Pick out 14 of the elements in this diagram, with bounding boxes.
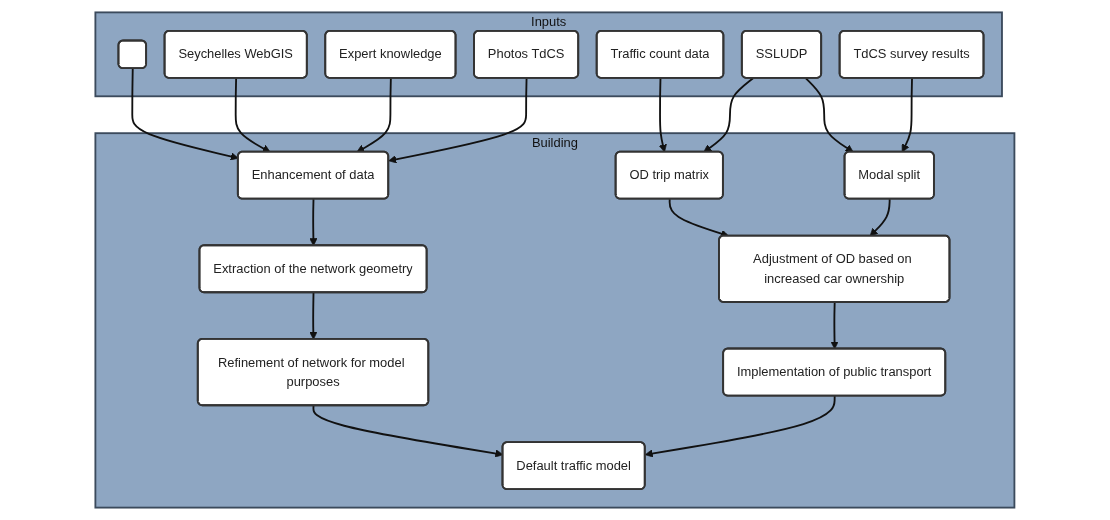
arrow <box>309 198 318 247</box>
arrow <box>388 77 528 164</box>
arrow <box>805 77 854 153</box>
arrow <box>658 77 667 153</box>
arrow <box>131 67 239 161</box>
arrow <box>830 301 839 350</box>
arrow <box>644 395 836 458</box>
arrow <box>703 77 755 153</box>
arrow <box>309 291 318 340</box>
arrow <box>356 77 392 153</box>
arrow <box>234 77 271 153</box>
arrow <box>869 198 891 237</box>
arrow <box>668 198 730 238</box>
arrow <box>901 77 914 153</box>
